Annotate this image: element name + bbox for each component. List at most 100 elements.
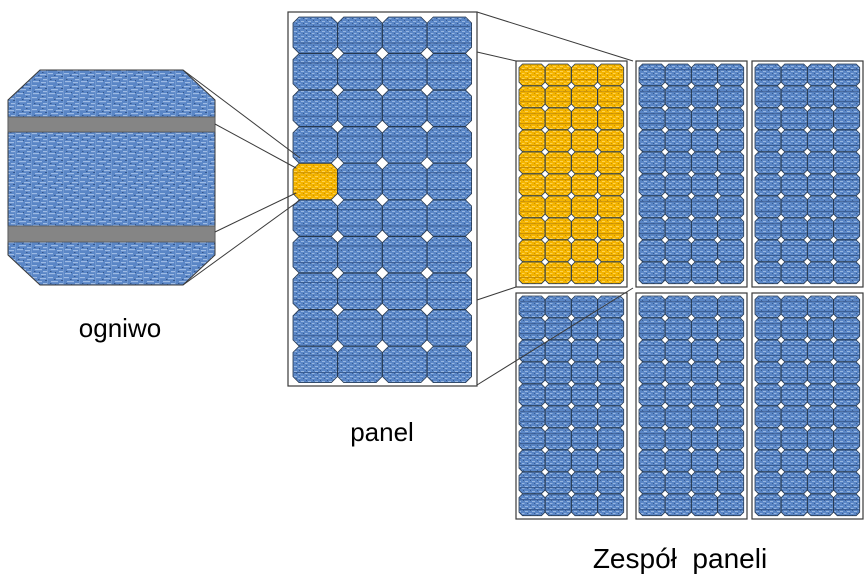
array-cell xyxy=(807,493,834,517)
array-cell xyxy=(717,295,745,319)
array-cell xyxy=(638,383,666,407)
array-cell xyxy=(833,217,861,241)
array-cell xyxy=(833,63,861,87)
array-cell xyxy=(664,261,692,285)
array-cell xyxy=(597,151,625,175)
array-panel xyxy=(635,60,748,288)
array-cell xyxy=(571,471,598,495)
panel-cell xyxy=(337,16,383,54)
array-cell xyxy=(571,295,598,319)
array-cell xyxy=(807,151,834,175)
array-cell xyxy=(638,317,666,341)
panel-cell xyxy=(426,272,472,310)
array-cell xyxy=(780,471,808,495)
panel-cell xyxy=(337,126,383,164)
array-cell xyxy=(518,261,546,285)
connector-line xyxy=(182,69,301,159)
array-cell xyxy=(571,195,598,219)
array-cell xyxy=(717,427,745,451)
array-cell xyxy=(833,449,861,473)
array-cell xyxy=(544,471,572,495)
array-cell xyxy=(571,339,598,363)
array-cell xyxy=(780,493,808,517)
array-cell xyxy=(717,195,745,219)
array-cell xyxy=(638,217,666,241)
array-cell xyxy=(544,151,572,175)
array-cell xyxy=(638,107,666,131)
array-cell xyxy=(638,173,666,197)
array-cell xyxy=(664,85,692,109)
panel-cell xyxy=(382,346,428,383)
array-cell xyxy=(691,151,718,175)
array-cell xyxy=(518,427,546,451)
array-cell xyxy=(544,173,572,197)
array-cell xyxy=(518,471,546,495)
array-cell xyxy=(807,85,834,109)
array-cell xyxy=(717,471,745,495)
array-cell xyxy=(754,239,782,263)
array-panel xyxy=(515,292,628,520)
array-cell xyxy=(638,151,666,175)
array-cell xyxy=(664,383,692,407)
array-cell xyxy=(780,339,808,363)
array-cell xyxy=(518,239,546,263)
cell-label: ogniwo xyxy=(79,313,161,343)
array-cell xyxy=(638,63,666,87)
array-cell xyxy=(691,217,718,241)
array-cell xyxy=(664,449,692,473)
array-cell xyxy=(544,405,572,429)
array-cell xyxy=(518,173,546,197)
array-cell xyxy=(754,217,782,241)
enlarged-cell xyxy=(7,69,216,286)
array-cell xyxy=(638,449,666,473)
array-cell xyxy=(754,449,782,473)
array-cell xyxy=(518,383,546,407)
array-cell xyxy=(544,493,572,517)
array-cell xyxy=(544,339,572,363)
array-cell xyxy=(597,383,625,407)
array-cell xyxy=(807,405,834,429)
array-cell xyxy=(807,295,834,319)
array-cell xyxy=(717,129,745,153)
panel-cell xyxy=(426,163,472,200)
array-cell xyxy=(691,295,718,319)
array-cell xyxy=(638,361,666,385)
array-cell xyxy=(780,151,808,175)
array-cell xyxy=(571,63,598,87)
array-cell xyxy=(597,339,625,363)
array-cell xyxy=(597,493,625,517)
array-cell xyxy=(833,261,861,285)
array-panel xyxy=(751,60,864,288)
array-cell xyxy=(518,449,546,473)
array-cell xyxy=(780,195,808,219)
array-cell xyxy=(807,427,834,451)
array-cell xyxy=(691,449,718,473)
array-cell xyxy=(717,449,745,473)
array-cell xyxy=(544,361,572,385)
array-cell xyxy=(691,471,718,495)
array-cell xyxy=(518,107,546,131)
connector-line xyxy=(476,51,517,62)
array-cell xyxy=(833,339,861,363)
connector-line xyxy=(214,192,297,233)
array-cell xyxy=(571,85,598,109)
panel-cell xyxy=(426,16,472,54)
array-cell xyxy=(544,383,572,407)
array-cell xyxy=(717,173,745,197)
panel-cell xyxy=(426,199,472,237)
array-cell xyxy=(691,129,718,153)
array-cell xyxy=(807,173,834,197)
busbar xyxy=(7,225,216,243)
array-cell xyxy=(717,361,745,385)
array-cell xyxy=(691,107,718,131)
array-cell xyxy=(571,129,598,153)
panel-cell xyxy=(337,53,383,91)
array-cell xyxy=(544,295,572,319)
array-cell xyxy=(664,471,692,495)
array-cell xyxy=(638,471,666,495)
array-cell xyxy=(544,449,572,473)
array-cell xyxy=(717,493,745,517)
connector-line xyxy=(476,286,517,301)
array-cell xyxy=(833,493,861,517)
array-cell xyxy=(664,239,692,263)
